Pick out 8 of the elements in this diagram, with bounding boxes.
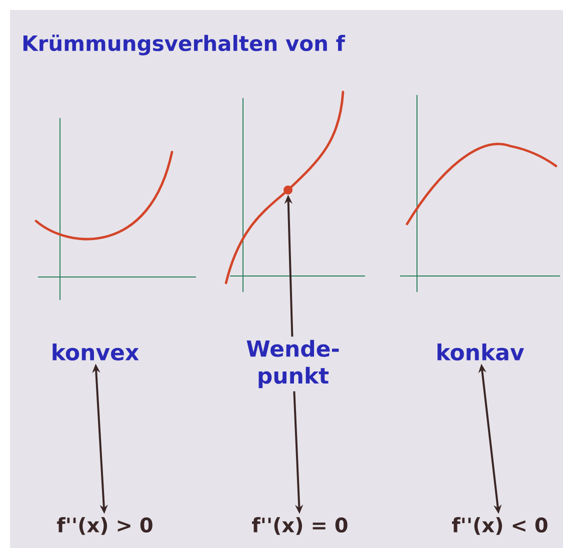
curve-label: Wende- punkt bbox=[246, 340, 339, 388]
derivative-condition: f''(x) > 0 bbox=[57, 517, 152, 535]
title: Krümmungsverhalten von f bbox=[23, 34, 346, 56]
curve-label: konkav bbox=[438, 343, 524, 360]
inflection-point bbox=[284, 186, 292, 194]
derivative-condition: f''(x) = 0 bbox=[252, 517, 348, 535]
derivative-condition: f''(x) < 0 bbox=[452, 517, 548, 535]
curve-label: konvex bbox=[52, 343, 139, 360]
